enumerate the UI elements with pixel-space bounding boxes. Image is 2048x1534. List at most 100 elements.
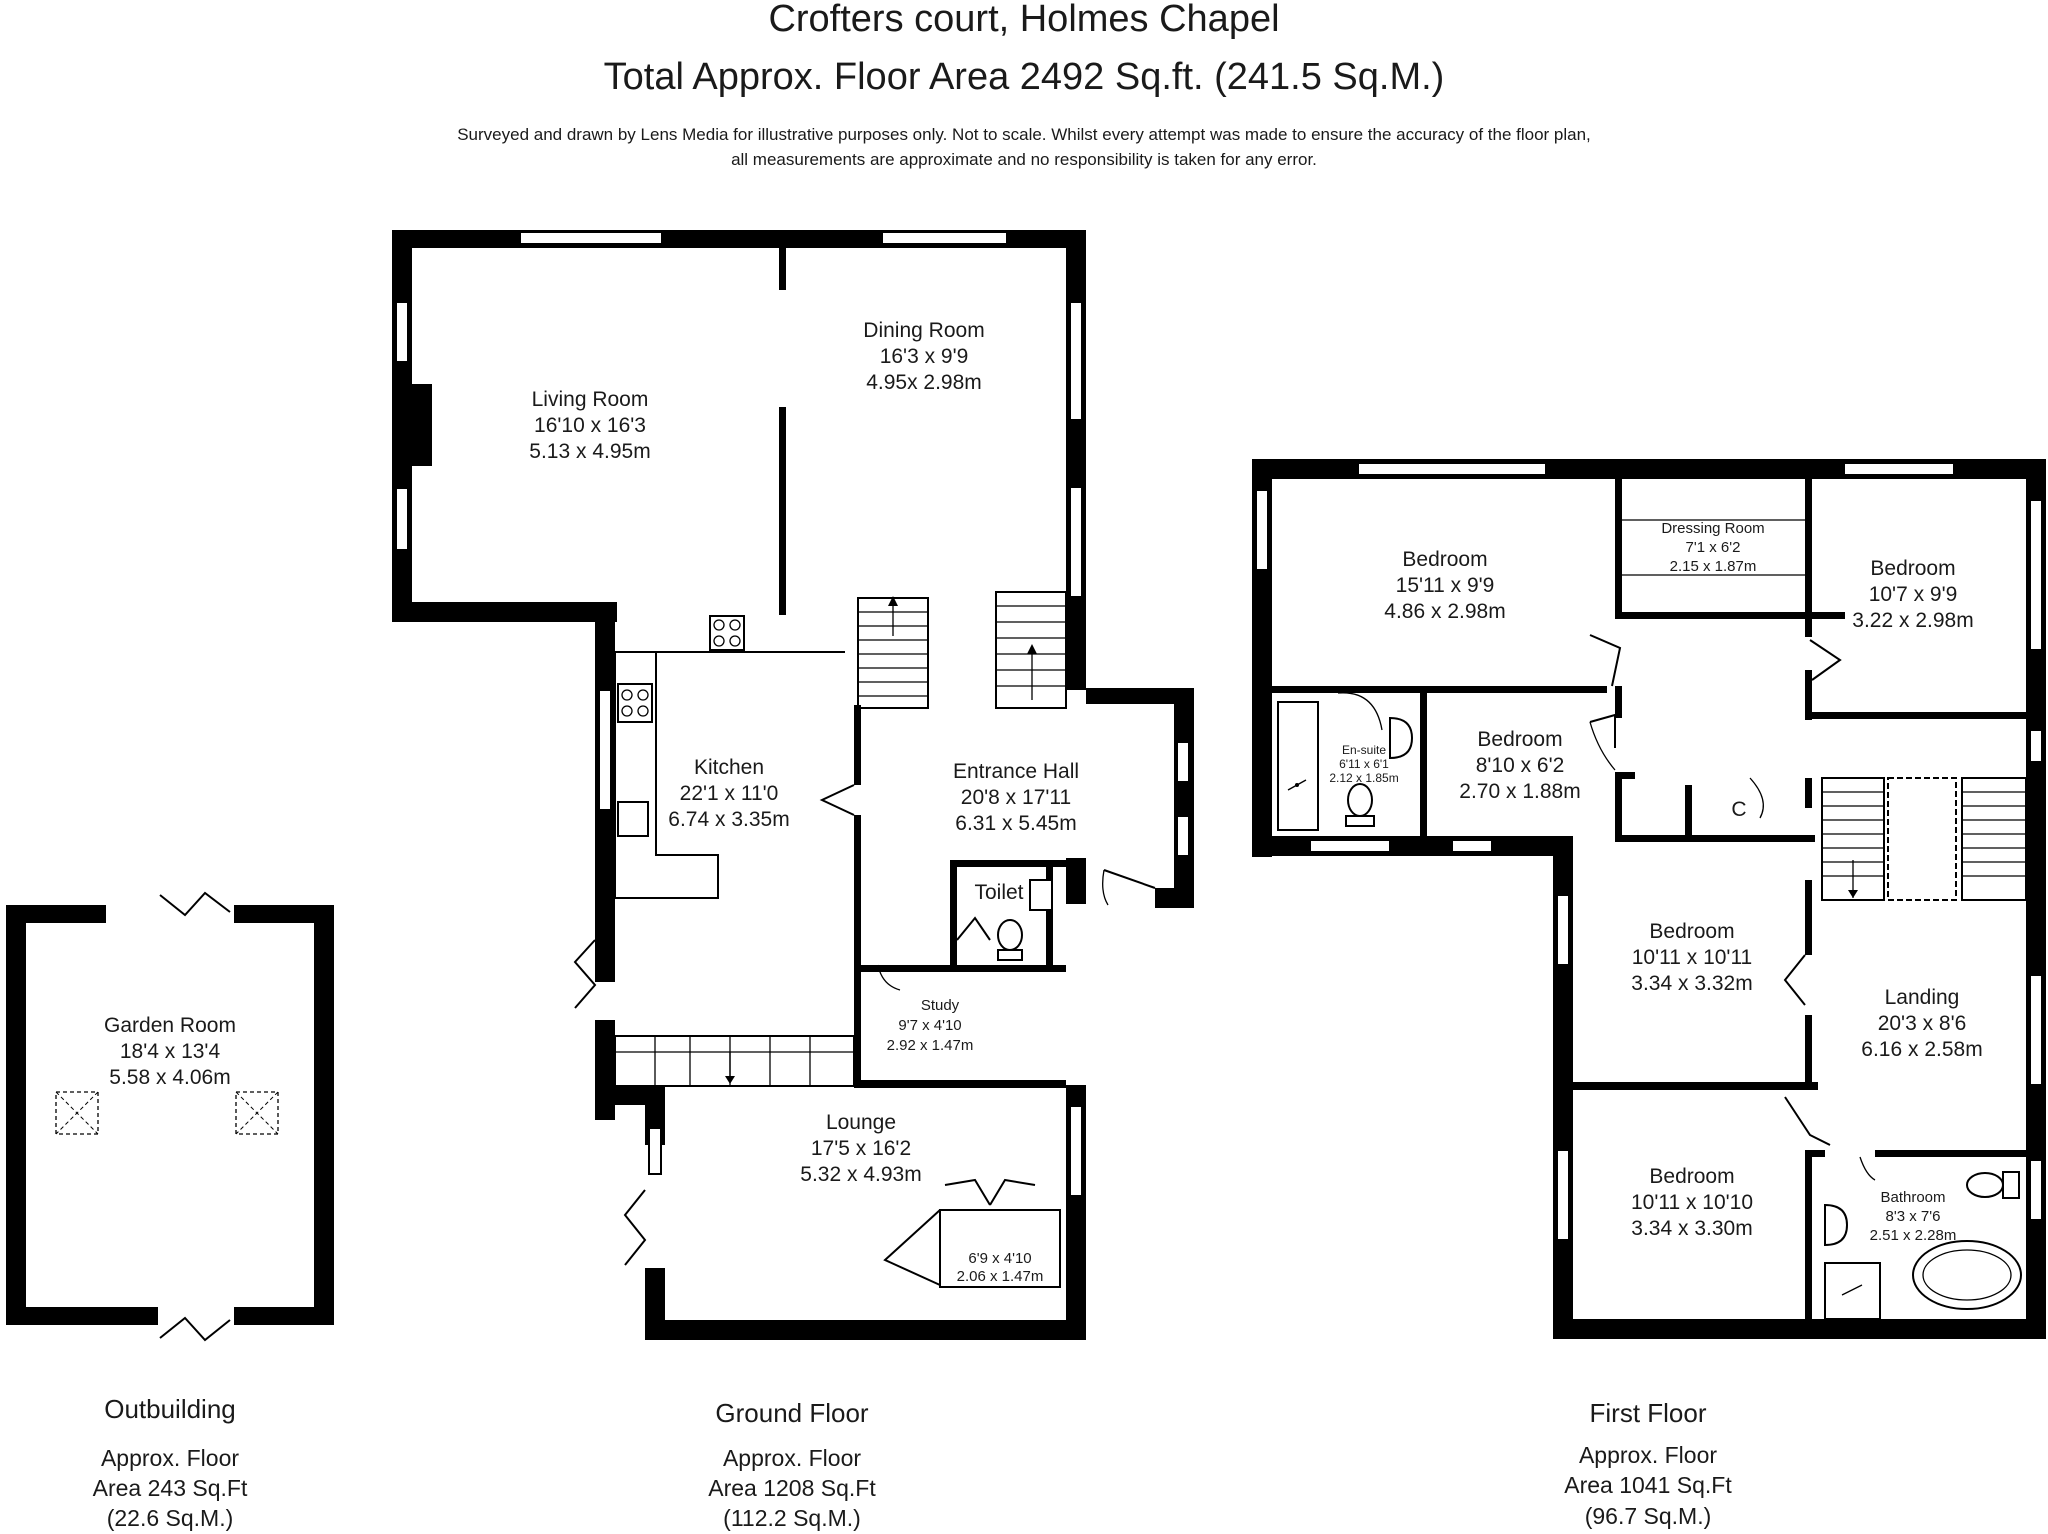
room-label-dressing-room: Dressing Room 7'1 x 6'2 2.15 x 1.87m [1661, 520, 1764, 575]
svg-text:C: C [1731, 798, 1746, 821]
room-label-lounge: Lounge 17'5 x 16'2 5.32 x 4.93m [800, 1111, 921, 1186]
svg-text:(112.2 Sq.M.): (112.2 Sq.M.) [723, 1505, 861, 1531]
svg-text:2.12 x 1.85m: 2.12 x 1.85m [1329, 771, 1398, 785]
rooflight-left [55, 1091, 99, 1135]
first-floor-caption: First Floor Approx. Floor Area 1041 Sq.F… [1564, 1398, 1732, 1529]
svg-text:Ground Floor: Ground Floor [715, 1398, 869, 1428]
svg-text:Landing: Landing [1885, 986, 1960, 1009]
svg-text:2.70 x 1.88m: 2.70 x 1.88m [1459, 780, 1580, 803]
svg-text:Entrance Hall: Entrance Hall [953, 760, 1079, 783]
svg-text:Area 243 Sq.Ft: Area 243 Sq.Ft [93, 1475, 248, 1501]
svg-text:Outbuilding: Outbuilding [104, 1394, 236, 1424]
wall [6, 905, 106, 923]
wall [234, 1307, 334, 1325]
svg-text:Kitchen: Kitchen [694, 756, 764, 779]
disclaimer-line-1: Surveyed and drawn by Lens Media for ill… [457, 125, 1591, 144]
svg-text:5.58 x 4.06m: 5.58 x 4.06m [109, 1066, 230, 1089]
svg-text:Bathroom: Bathroom [1880, 1189, 1945, 1206]
svg-text:6.16 x 2.58m: 6.16 x 2.58m [1861, 1038, 1982, 1061]
room-label-kitchen: Kitchen 22'1 x 11'0 6.74 x 3.35m [668, 756, 789, 831]
svg-text:20'3 x 8'6: 20'3 x 8'6 [1878, 1012, 1967, 1035]
ground-floor-walls [392, 230, 1194, 1340]
room-label-living-room: Living Room 16'10 x 16'3 5.13 x 4.95m [529, 388, 650, 463]
svg-text:4.95x 2.98m: 4.95x 2.98m [866, 371, 982, 394]
svg-text:Dressing Room: Dressing Room [1661, 520, 1764, 537]
wall [234, 905, 334, 923]
room-label-bedroom-5: Bedroom 10'11 x 10'10 3.34 x 3.30m [1631, 1165, 1753, 1240]
svg-text:8'3 x 7'6: 8'3 x 7'6 [1886, 1208, 1941, 1225]
kitchen-patio-door [573, 939, 597, 1009]
wall [314, 905, 334, 1325]
svg-text:Living Room: Living Room [532, 388, 649, 411]
svg-text:2.92 x 1.47m: 2.92 x 1.47m [887, 1037, 974, 1054]
svg-text:Approx. Floor: Approx. Floor [1579, 1442, 1717, 1468]
svg-text:Bedroom: Bedroom [1649, 920, 1734, 943]
shower-tray-icon [1824, 1262, 1881, 1320]
svg-text:17'5 x 16'2: 17'5 x 16'2 [811, 1137, 911, 1160]
svg-text:3.22 x 2.98m: 3.22 x 2.98m [1852, 609, 1973, 632]
room-label-bedroom-3: Bedroom 8'10 x 6'2 2.70 x 1.88m [1459, 728, 1580, 803]
svg-text:Study: Study [921, 997, 960, 1014]
room-label-landing: Landing 20'3 x 8'6 6.16 x 2.58m [1861, 986, 1982, 1061]
room-label-bedroom-2: Bedroom 10'7 x 9'9 3.22 x 2.98m [1852, 557, 1973, 632]
outbuilding-caption: Outbuilding Approx. Floor Area 243 Sq.Ft… [93, 1394, 248, 1531]
room-label-bedroom-1: Bedroom 15'11 x 9'9 4.86 x 2.98m [1384, 548, 1505, 623]
svg-text:Approx. Floor: Approx. Floor [101, 1445, 239, 1471]
bath-icon [1912, 1240, 2022, 1310]
svg-text:10'7 x 9'9: 10'7 x 9'9 [1869, 583, 1958, 606]
svg-text:Bedroom: Bedroom [1402, 548, 1487, 571]
svg-text:15'11 x 9'9: 15'11 x 9'9 [1396, 574, 1495, 597]
room-label-entrance-hall: Entrance Hall 20'8 x 17'11 6.31 x 5.45m [953, 760, 1079, 835]
svg-text:5.13 x 4.95m: 5.13 x 4.95m [529, 440, 650, 463]
svg-text:First Floor: First Floor [1590, 1398, 1707, 1428]
svg-text:Toilet: Toilet [974, 881, 1023, 904]
svg-text:9'7 x 4'10: 9'7 x 4'10 [898, 1017, 961, 1034]
svg-text:10'11 x 10'11: 10'11 x 10'11 [1632, 946, 1753, 969]
first-floor-fixtures [1277, 519, 2027, 1320]
ground-floor-plan: Living Room 16'10 x 16'3 5.13 x 4.95m Di… [392, 230, 1194, 1531]
svg-text:4.86 x 2.98m: 4.86 x 2.98m [1384, 600, 1505, 623]
wc-icon [1347, 783, 1373, 817]
wall [6, 1307, 158, 1325]
outbuilding-doors [159, 891, 231, 1342]
svg-text:8'10 x 6'2: 8'10 x 6'2 [1476, 754, 1565, 777]
svg-text:2.15 x 1.87m: 2.15 x 1.87m [1670, 558, 1757, 575]
hob-icon [617, 683, 653, 723]
svg-text:Bedroom: Bedroom [1649, 1165, 1734, 1188]
svg-text:20'8 x 17'11: 20'8 x 17'11 [961, 786, 1071, 809]
svg-text:Dining Room: Dining Room [863, 319, 984, 342]
room-label-dining-room: Dining Room 16'3 x 9'9 4.95x 2.98m [863, 319, 984, 394]
room-label-cupboard: C [1731, 798, 1746, 821]
outbuilding-walls [6, 905, 334, 1325]
svg-text:6.31 x 5.45m: 6.31 x 5.45m [955, 812, 1076, 835]
svg-text:3.34 x 3.32m: 3.34 x 3.32m [1631, 972, 1752, 995]
room-label-ensuite: En-suite 6'11 x 6'1 2.12 x 1.85m [1329, 743, 1398, 785]
wc-icon [997, 919, 1023, 951]
disclaimer-line-2: all measurements are approximate and no … [731, 150, 1317, 169]
room-label-bathroom: Bathroom 8'3 x 7'6 2.51 x 2.28m [1870, 1189, 1957, 1244]
svg-text:2.51 x 2.28m: 2.51 x 2.28m [1870, 1227, 1957, 1244]
svg-text:2.06 x 1.47m: 2.06 x 1.47m [957, 1268, 1044, 1285]
ground-floor-caption: Ground Floor Approx. Floor Area 1208 Sq.… [708, 1398, 876, 1531]
room-label-garden-room: Garden Room 18'4 x 13'4 5.58 x 4.06m [104, 1014, 236, 1089]
svg-text:6'11 x 6'1: 6'11 x 6'1 [1339, 757, 1389, 771]
bifold-door-bottom [159, 1316, 231, 1342]
svg-text:En-suite: En-suite [1342, 743, 1386, 757]
svg-text:10'11 x 10'10: 10'11 x 10'10 [1631, 1191, 1753, 1214]
svg-text:7'1 x 6'2: 7'1 x 6'2 [1686, 539, 1741, 556]
wc-icon [1966, 1172, 2004, 1198]
basin-icon [1029, 879, 1053, 911]
title-line-2: Total Approx. Floor Area 2492 Sq.ft. (24… [604, 56, 1445, 98]
svg-text:(96.7 Sq.M.): (96.7 Sq.M.) [1585, 1503, 1712, 1529]
svg-text:18'4 x 13'4: 18'4 x 13'4 [120, 1040, 221, 1063]
kitchen-door [819, 784, 855, 816]
shower-tray-icon [1277, 701, 1319, 831]
svg-text:22'1 x 11'0: 22'1 x 11'0 [680, 782, 779, 805]
header: Crofters court, Holmes Chapel Total Appr… [457, 0, 1591, 169]
svg-text:16'10 x 16'3: 16'10 x 16'3 [534, 414, 646, 437]
svg-text:(22.6 Sq.M.): (22.6 Sq.M.) [107, 1505, 234, 1531]
svg-text:3.34 x 3.30m: 3.34 x 3.30m [1631, 1217, 1752, 1240]
room-label-toilet: Toilet [974, 881, 1023, 904]
wall [6, 905, 26, 1325]
